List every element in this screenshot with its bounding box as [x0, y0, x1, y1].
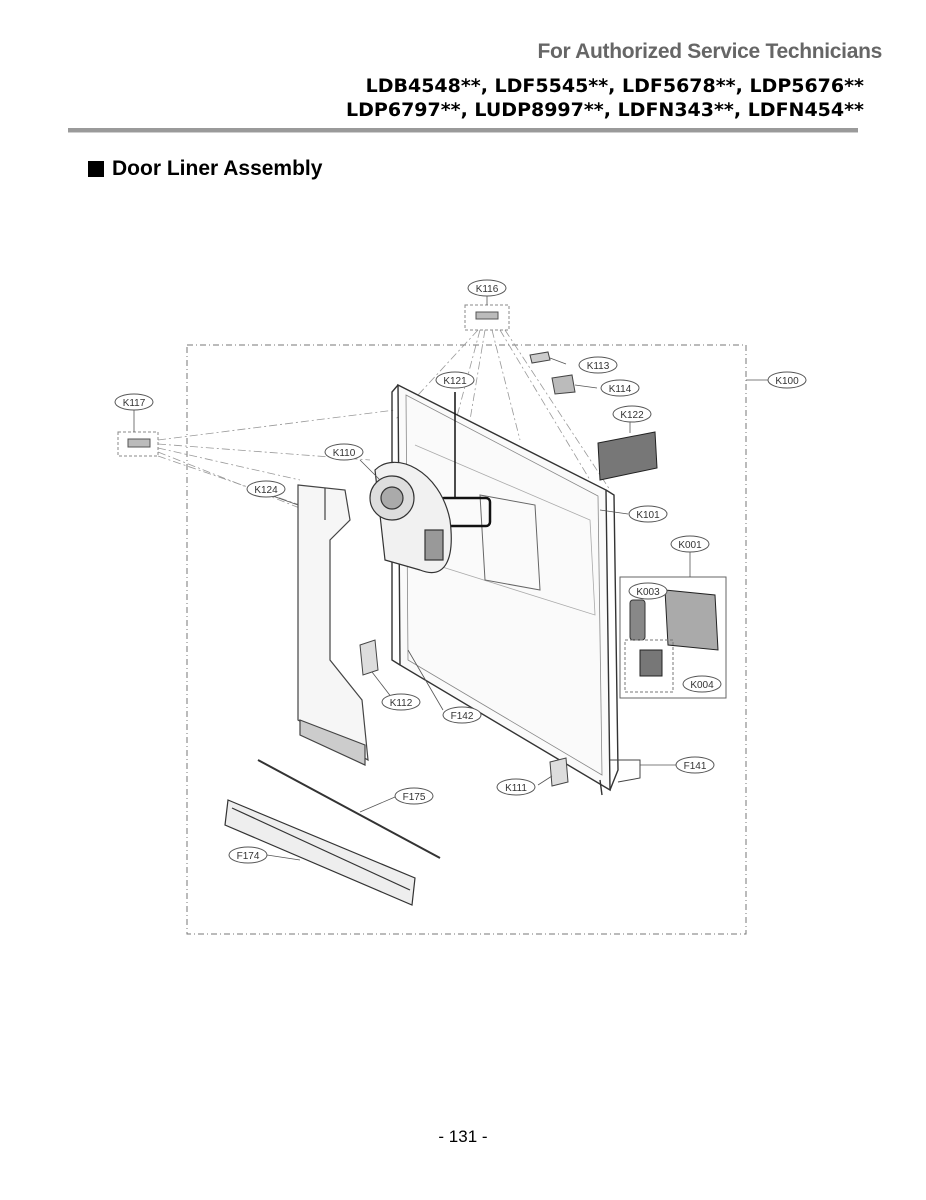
- callout-f175: F175: [394, 787, 434, 805]
- callout-k121: K121: [435, 371, 475, 389]
- model-list-line-1: LDB4548**, LDF5545**, LDF5678**, LDP5676…: [365, 75, 864, 97]
- svg-text:K101: K101: [636, 510, 660, 521]
- callout-k113: K113: [578, 356, 618, 374]
- svg-text:K001: K001: [678, 540, 702, 551]
- svg-text:K112: K112: [390, 698, 413, 709]
- svg-text:K117: K117: [123, 398, 146, 409]
- svg-text:K124: K124: [254, 485, 278, 496]
- callout-k101: K101: [628, 505, 668, 523]
- svg-text:F174: F174: [237, 851, 260, 862]
- svg-text:K114: K114: [609, 384, 632, 395]
- svg-text:K003: K003: [636, 587, 660, 598]
- svg-text:K100: K100: [775, 376, 799, 387]
- callout-k004: K004: [682, 675, 722, 693]
- callout-k110: K110: [324, 443, 364, 461]
- part-k003: [629, 599, 646, 641]
- part-k116: [475, 311, 499, 320]
- part-k112: [359, 639, 379, 676]
- callout-k117: K117: [114, 393, 154, 411]
- model-list-line-2: LDP6797**, LUDP8997**, LDFN343**, LDFN45…: [346, 99, 864, 121]
- model-list: LDB4548**, LDF5545**, LDF5678**, LDP5676…: [346, 74, 864, 122]
- svg-text:F141: F141: [684, 761, 707, 772]
- svg-text:K110: K110: [333, 448, 356, 459]
- part-k117-box: [117, 431, 159, 457]
- part-k124-panel: [297, 484, 369, 766]
- part-k114: [551, 374, 576, 395]
- part-k122: [597, 431, 658, 481]
- svg-text:K122: K122: [620, 410, 644, 421]
- square-bullet-icon: [88, 161, 104, 177]
- svg-text:K116: K116: [476, 284, 499, 295]
- callout-k001: K001: [670, 535, 710, 553]
- part-k113: [529, 351, 551, 364]
- part-f174: [224, 799, 416, 906]
- audience-header: For Authorized Service Technicians: [537, 40, 882, 63]
- header-divider: [68, 128, 858, 133]
- part-k001-controller: [664, 589, 719, 651]
- callout-k122: K122: [612, 405, 652, 423]
- svg-text:F142: F142: [451, 711, 474, 722]
- page-number: - 131 -: [438, 1127, 488, 1146]
- svg-text:K113: K113: [587, 361, 610, 372]
- part-k111: [549, 757, 569, 787]
- part-k004: [639, 649, 663, 677]
- callout-k114: K114: [600, 379, 640, 397]
- svg-text:K121: K121: [443, 376, 467, 387]
- part-k117: [127, 438, 151, 448]
- part-k110-dispenser: [369, 461, 452, 574]
- svg-text:K111: K111: [505, 783, 527, 794]
- part-k101-door-liner: [391, 383, 641, 796]
- callout-k003: K003: [628, 582, 668, 600]
- svg-text:K004: K004: [690, 680, 714, 691]
- svg-text:F175: F175: [403, 792, 426, 803]
- callout-k116: K116: [467, 279, 507, 297]
- callout-f174: F174: [228, 846, 268, 864]
- callout-f141: F141: [675, 756, 715, 774]
- callout-k112: K112: [381, 693, 421, 711]
- callout-k124: K124: [246, 480, 286, 498]
- callout-k111: K111: [496, 778, 536, 796]
- section-title: Door Liner Assembly: [112, 157, 323, 180]
- part-f175: [257, 759, 441, 859]
- callout-f142: F142: [442, 706, 482, 724]
- section-heading: Door Liner Assembly: [88, 157, 322, 181]
- callout-k100: K100: [767, 371, 807, 389]
- part-k001-box: [619, 576, 727, 699]
